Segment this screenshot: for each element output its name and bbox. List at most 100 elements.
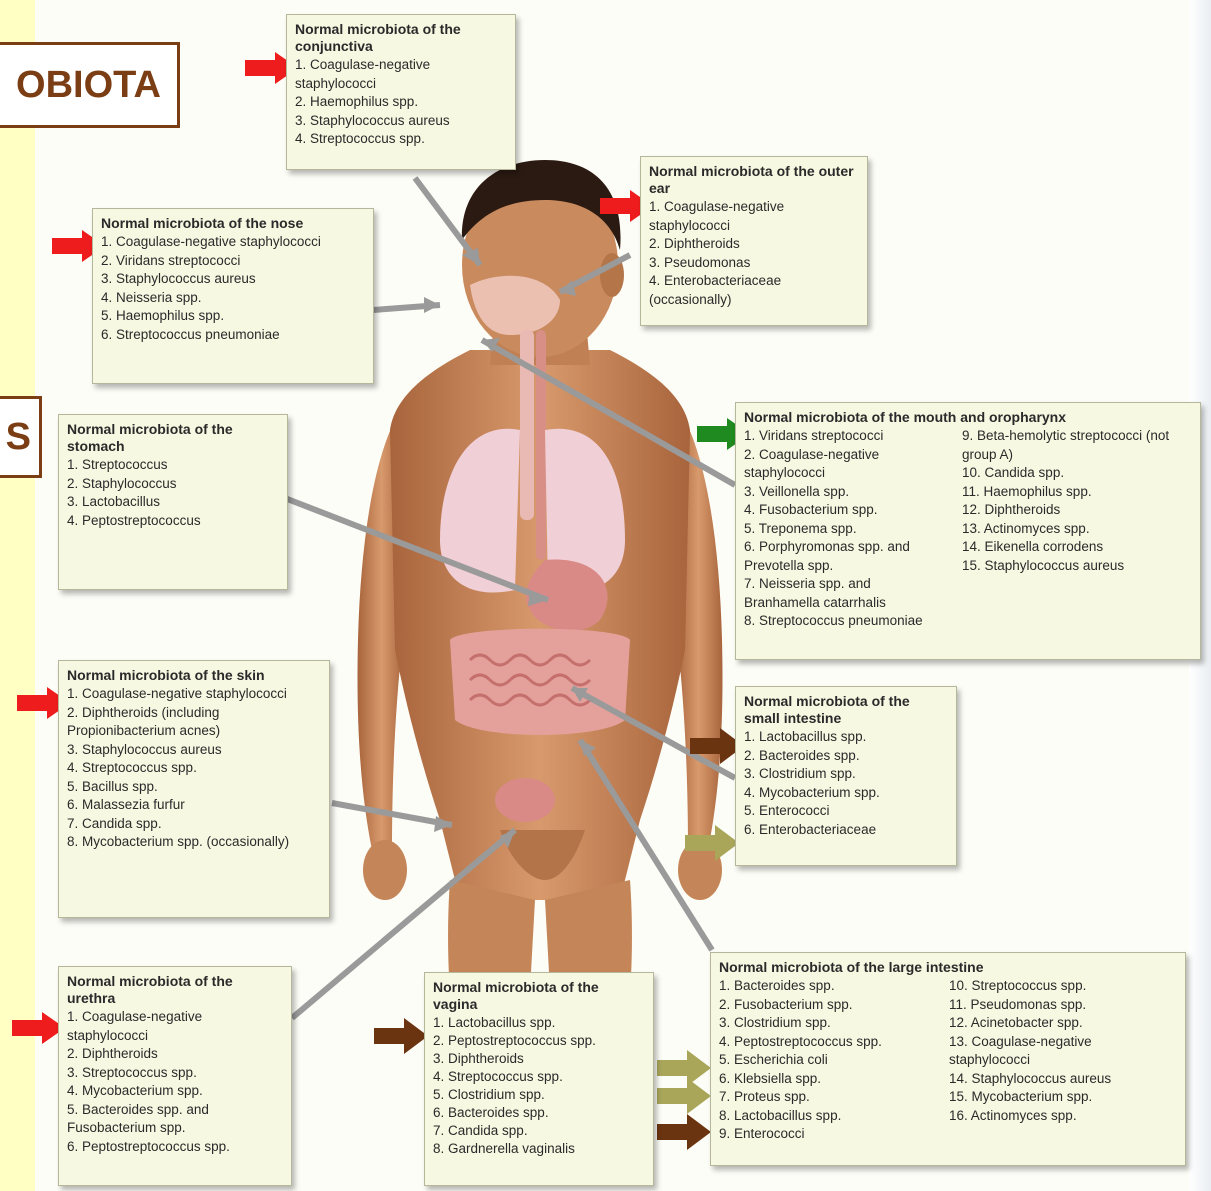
box-conjunctiva: Normal microbiota of the conjunctiva 1. … (286, 14, 516, 170)
outer-ear-item: 2. Diphtheroids (649, 235, 859, 254)
skin-item: 7. Candida spp. (67, 815, 321, 834)
vagina-item: 5. Clostridium spp. (433, 1086, 645, 1104)
large-intestine-item: 16. Actinomyces spp. (949, 1107, 1169, 1126)
olive-arrow-large-intestine-1 (657, 1050, 711, 1086)
skin-item: 4. Streptococcus spp. (67, 759, 321, 778)
box-mouth-oropharynx: Normal microbiota of the mouth and oroph… (735, 402, 1201, 660)
nose-item: 1. Coagulase-negative staphylococci (101, 233, 365, 252)
urethra-item: 4. Mycobacterium spp. (67, 1082, 283, 1101)
small-intestine-item: 2. Bacteroides spp. (744, 747, 948, 766)
skin-item: 5. Bacillus spp. (67, 778, 321, 797)
vagina-item: 2. Peptostreptococcus spp. (433, 1032, 645, 1050)
mouth-item: 6. Porphyromonas spp. and Prevotella spp… (744, 538, 944, 575)
nose-item: 2. Viridans streptococci (101, 252, 365, 271)
box-small-intestine-header: Normal microbiota of the small intestine (744, 693, 948, 727)
outer-ear-item: 1. Coagulase-negative staphylococci (649, 198, 859, 235)
mouth-item: 12. Diphtheroids (962, 501, 1187, 520)
olive-arrow-large-intestine-2 (657, 1078, 711, 1114)
small-intestine-item: 4. Mycobacterium spp. (744, 784, 948, 803)
large-intestine-item: 7. Proteus spp. (719, 1088, 931, 1107)
box-vagina: Normal microbiota of the vagina 1. Lacto… (424, 972, 654, 1186)
stomach-item: 1. Streptococcus (67, 456, 279, 475)
small-intestine-item: 3. Clostridium spp. (744, 765, 948, 784)
skin-item: 1. Coagulase-negative staphylococci (67, 685, 321, 704)
mouth-item: 5. Treponema spp. (744, 520, 944, 539)
conjunctiva-item: 1. Coagulase-negative staphylococci (295, 56, 507, 93)
box-mouth-header: Normal microbiota of the mouth and oroph… (744, 409, 1192, 426)
nose-item: 4. Neisseria spp. (101, 289, 365, 308)
box-vagina-header: Normal microbiota of the vagina (433, 979, 645, 1013)
large-intestine-item: 2. Fusobacterium spp. (719, 996, 931, 1015)
large-intestine-item: 10. Streptococcus spp. (949, 977, 1169, 996)
nose-item: 6. Streptococcus pneumoniae (101, 326, 365, 345)
box-outer-ear-header: Normal microbiota of the outer ear (649, 163, 859, 197)
mouth-item: 8. Streptococcus pneumoniae (744, 612, 944, 631)
box-stomach-header: Normal microbiota of the stomach (67, 421, 279, 455)
stomach-item: 3. Lactobacillus (67, 493, 279, 512)
box-nose: Normal microbiota of the nose 1. Coagula… (92, 208, 374, 384)
large-intestine-item: 8. Lactobacillus spp. (719, 1107, 931, 1126)
small-intestine-item: 5. Enterococci (744, 802, 948, 821)
nose-item: 3. Staphylococcus aureus (101, 270, 365, 289)
mouth-item: 4. Fusobacterium spp. (744, 501, 944, 520)
stomach-item: 2. Staphylococcus (67, 475, 279, 494)
urethra-item: 2. Diphtheroids (67, 1045, 283, 1064)
small-intestine-item: 6. Enterobacteriaceae (744, 821, 948, 840)
box-nose-header: Normal microbiota of the nose (101, 215, 365, 232)
large-intestine-item: 15. Mycobacterium spp. (949, 1088, 1169, 1107)
box-large-intestine-header: Normal microbiota of the large intestine (719, 959, 1177, 976)
large-intestine-item: 13. Coagulase-negative staphylococci (949, 1033, 1169, 1070)
nose-item: 5. Haemophilus spp. (101, 307, 365, 326)
mouth-item: 9. Beta-hemolytic streptococci (not grou… (962, 427, 1187, 464)
skin-item: 3. Staphylococcus aureus (67, 741, 321, 760)
conjunctiva-item: 2. Haemophilus spp. (295, 93, 507, 112)
large-intestine-item: 3. Clostridium spp. (719, 1014, 931, 1033)
vagina-item: 4. Streptococcus spp. (433, 1068, 645, 1086)
outer-ear-item: 3. Pseudomonas (649, 254, 859, 273)
mouth-item: 10. Candida spp. (962, 464, 1187, 483)
mouth-item: 7. Neisseria spp. and Branhamella catarr… (744, 575, 944, 612)
vagina-item: 7. Candida spp. (433, 1122, 645, 1140)
urethra-item: 5. Bacteroides spp. and Fusobacterium sp… (67, 1101, 283, 1138)
large-intestine-item: 6. Klebsiella spp. (719, 1070, 931, 1089)
mouth-item: 2. Coagulase-negative staphylococci (744, 446, 944, 483)
large-intestine-item: 5. Escherichia coli (719, 1051, 931, 1070)
box-outer-ear: Normal microbiota of the outer ear 1. Co… (640, 156, 868, 326)
conjunctiva-item: 3. Staphylococcus aureus (295, 112, 507, 131)
vagina-item: 1. Lactobacillus spp. (433, 1014, 645, 1032)
mouth-item: 3. Veillonella spp. (744, 483, 944, 502)
brown-arrow-vagina (374, 1018, 428, 1054)
large-intestine-item: 14. Staphylococcus aureus (949, 1070, 1169, 1089)
large-intestine-item: 9. Enterococci (719, 1125, 931, 1144)
vagina-item: 8. Gardnerella vaginalis (433, 1140, 645, 1158)
skin-item: 2. Diphtheroids (including Propionibacte… (67, 704, 321, 741)
mouth-item: 13. Actinomyces spp. (962, 520, 1187, 539)
mouth-item: 15. Staphylococcus aureus (962, 557, 1187, 576)
urethra-item: 1. Coagulase-negative staphylococci (67, 1008, 283, 1045)
vagina-item: 3. Diphtheroids (433, 1050, 645, 1068)
skin-item: 6. Malassezia furfur (67, 796, 321, 815)
box-small-intestine: Normal microbiota of the small intestine… (735, 686, 957, 866)
mouth-item: 1. Viridans streptococci (744, 427, 944, 446)
mouth-item: 11. Haemophilus spp. (962, 483, 1187, 502)
box-urethra-header: Normal microbiota of the urethra (67, 973, 283, 1007)
large-intestine-item: 4. Peptostreptococcus spp. (719, 1033, 931, 1052)
outer-ear-item: 4. Enterobacteriaceae (occasionally) (649, 272, 859, 309)
urethra-item: 3. Streptococcus spp. (67, 1064, 283, 1083)
box-large-intestine: Normal microbiota of the large intestine… (710, 952, 1186, 1166)
box-urethra: Normal microbiota of the urethra 1. Coag… (58, 966, 292, 1186)
large-intestine-item: 1. Bacteroides spp. (719, 977, 931, 996)
box-skin: Normal microbiota of the skin 1. Coagula… (58, 660, 330, 918)
skin-item: 8. Mycobacterium spp. (occasionally) (67, 833, 321, 852)
box-skin-header: Normal microbiota of the skin (67, 667, 321, 684)
urethra-item: 6. Peptostreptococcus spp. (67, 1138, 283, 1157)
stomach-item: 4. Peptostreptococcus (67, 512, 279, 531)
large-intestine-item: 12. Acinetobacter spp. (949, 1014, 1169, 1033)
conjunctiva-item: 4. Streptococcus spp. (295, 130, 507, 149)
box-stomach: Normal microbiota of the stomach 1. Stre… (58, 414, 288, 590)
box-conjunctiva-header: Normal microbiota of the conjunctiva (295, 21, 507, 55)
small-intestine-item: 1. Lactobacillus spp. (744, 728, 948, 747)
vagina-item: 6. Bacteroides spp. (433, 1104, 645, 1122)
brown-arrow-large-intestine (657, 1114, 711, 1150)
mouth-item: 14. Eikenella corrodens (962, 538, 1187, 557)
